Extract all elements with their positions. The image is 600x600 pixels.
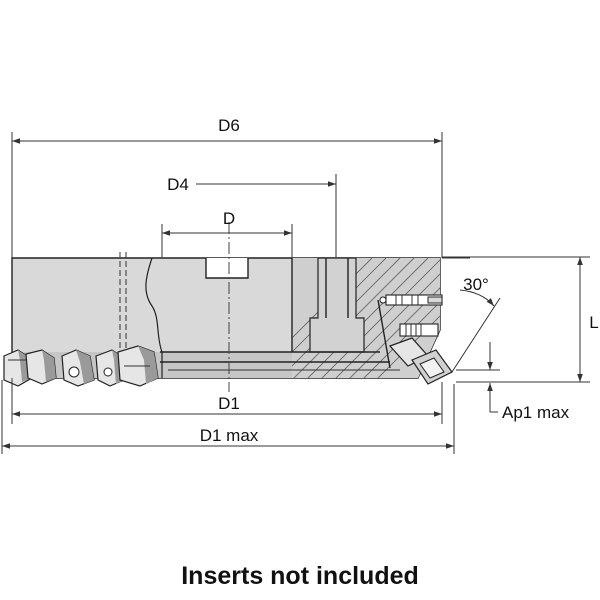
clamp-screw-middle — [399, 323, 439, 337]
break-line — [145, 257, 163, 378]
left-insert-2 — [25, 349, 57, 385]
dimension-d: D — [161, 209, 293, 258]
left-inserts — [3, 345, 159, 387]
label-l: L — [589, 313, 598, 332]
dimension-d6: D6 — [11, 114, 443, 258]
left-insert-5 — [117, 345, 159, 387]
dimension-d1: D1 — [11, 378, 443, 424]
keyway-slot — [205, 258, 249, 279]
insert-clamp-hardware — [379, 294, 453, 385]
dimension-l: L — [442, 256, 599, 383]
clamp-screw-top — [379, 294, 443, 306]
label-d4: D4 — [167, 175, 189, 194]
dimension-d4: D4 — [167, 174, 337, 258]
dimension-angle: 30° — [442, 257, 501, 373]
label-d1: D1 — [218, 394, 240, 413]
label-d: D — [223, 209, 235, 228]
label-d6: D6 — [218, 116, 240, 135]
dimension-ap1: Ap1 max — [456, 342, 570, 422]
left-insert-3 — [61, 349, 95, 387]
cutter-body — [11, 222, 441, 392]
label-d1-max: D1 max — [200, 426, 259, 445]
label-angle: 30° — [463, 275, 489, 294]
caption-inserts-not-included: Inserts not included — [181, 562, 419, 590]
label-ap1: Ap1 max — [502, 403, 570, 422]
bolt-counterbore — [309, 257, 365, 353]
dimension-d1-max: D1 max — [1, 380, 455, 454]
right-insert — [388, 337, 453, 385]
